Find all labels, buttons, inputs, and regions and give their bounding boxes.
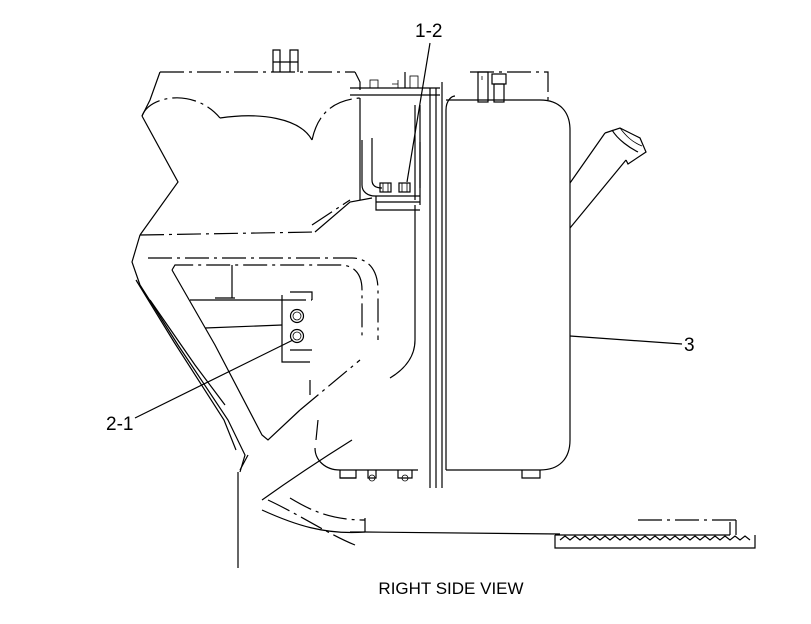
fuel-tank <box>314 71 571 488</box>
callout-3: 3 <box>569 335 695 356</box>
callout-label-1-2: 1-2 <box>415 21 442 42</box>
pipe-outlet <box>569 127 647 229</box>
side-bolt-lower <box>289 328 305 344</box>
frame-structure <box>131 49 421 568</box>
upper-bracket <box>350 72 440 211</box>
view-caption: RIGHT SIDE VIEW <box>378 579 523 598</box>
callout-1-2: 1-2 <box>406 21 442 183</box>
side-mounting-plate <box>281 291 313 363</box>
callout-2-1: 2-1 <box>106 339 294 435</box>
floor-step <box>350 519 756 549</box>
callout-label-2-1: 2-1 <box>106 414 133 435</box>
side-bolt-upper <box>289 308 305 324</box>
bracket-bolt-left <box>379 182 392 193</box>
callout-label-3: 3 <box>684 335 695 356</box>
bracket-bolt-right <box>398 182 411 193</box>
